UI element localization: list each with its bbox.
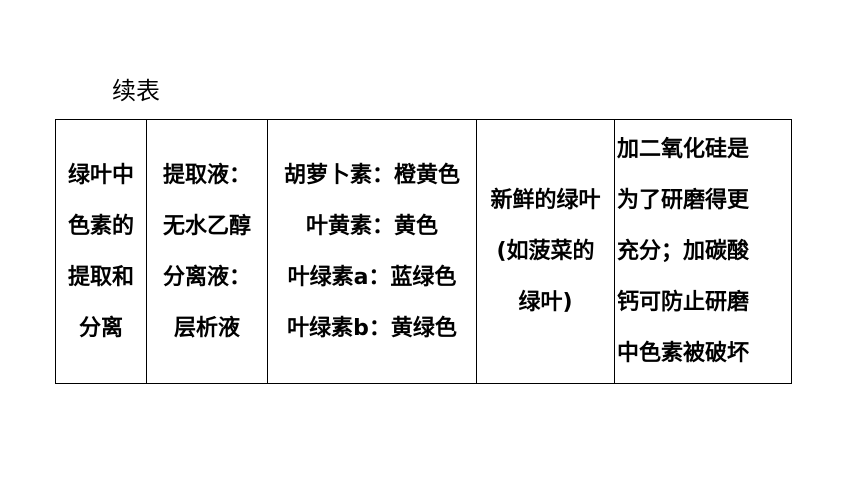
cell-material: 新鲜的绿叶 (如菠菜的 绿叶)	[476, 119, 615, 384]
table-caption: 续表	[112, 77, 160, 105]
result-line: 胡萝卜素：橙黄色	[283, 162, 460, 188]
material-line: (如菠菜的	[496, 239, 595, 264]
reagent-line: 提取液：	[162, 162, 251, 188]
result-line: 叶绿素a：蓝绿色	[287, 264, 457, 290]
material-line: 绿叶)	[518, 290, 573, 315]
note-line: 加二氧化硅是	[617, 137, 750, 162]
experiment-table: 绿叶中 色素的 提取和 分离 提取液： 无水乙醇 分离液： 层析液 胡萝卜素：橙…	[55, 119, 792, 384]
note-line: 为了研磨得更	[617, 188, 750, 213]
experiment-line: 色素的	[67, 213, 134, 239]
material-line: 新鲜的绿叶	[490, 188, 601, 213]
note-line: 中色素被破坏	[617, 341, 750, 366]
cell-experiment: 绿叶中 色素的 提取和 分离	[55, 119, 147, 384]
experiment-line: 绿叶中	[67, 162, 134, 188]
cell-results: 胡萝卜素：橙黄色 叶黄素：黄色 叶绿素a：蓝绿色 叶绿素b：黄绿色	[267, 119, 477, 384]
reagent-line: 层析液	[173, 315, 240, 341]
note-line: 充分；加碳酸	[617, 239, 750, 264]
reagent-line: 分离液：	[162, 264, 251, 290]
result-line: 叶黄素：黄色	[305, 213, 438, 239]
table-row: 绿叶中 色素的 提取和 分离 提取液： 无水乙醇 分离液： 层析液 胡萝卜素：橙…	[55, 119, 792, 384]
result-line: 叶绿素b：黄绿色	[287, 315, 457, 341]
reagent-line: 无水乙醇	[162, 213, 251, 239]
experiment-line: 提取和	[67, 264, 134, 290]
cell-notes: 加二氧化硅是 为了研磨得更 充分；加碳酸 钙可防止研磨 中色素被破坏	[614, 119, 792, 384]
cell-reagents: 提取液： 无水乙醇 分离液： 层析液	[146, 119, 268, 384]
experiment-line: 分离	[78, 315, 123, 341]
note-line: 钙可防止研磨	[617, 290, 750, 315]
